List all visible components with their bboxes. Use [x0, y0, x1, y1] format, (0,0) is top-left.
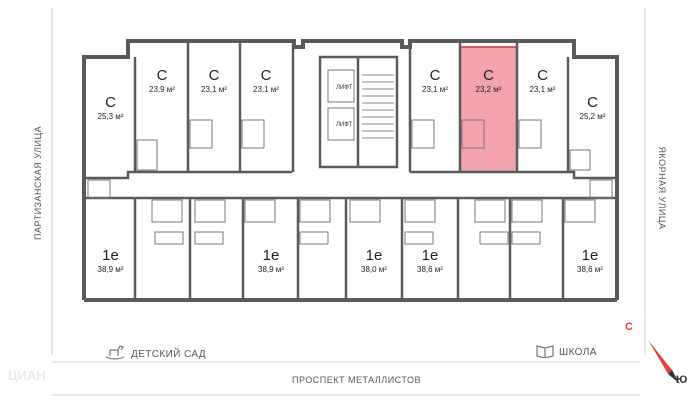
apartment-label-top-6[interactable]: С 23,2 м²	[461, 68, 516, 94]
apartment-type: 1е	[102, 247, 119, 264]
apartment-area: 23,2 м²	[475, 85, 502, 94]
apartment-label-bottom-2[interactable]: 1е 38,9 м²	[245, 248, 297, 274]
apartment-type: С	[208, 67, 220, 84]
apartment-area: 23,1 м²	[253, 85, 279, 94]
compass-south: Ю	[676, 374, 688, 386]
school-label: ШКОЛА	[559, 347, 597, 358]
kindergarten-label: ДЕТСКИЙ САД	[131, 349, 206, 360]
apartment-label-bottom-1[interactable]: 1е 38,9 м²	[88, 248, 133, 274]
apartment-type: С	[587, 94, 598, 111]
site-border	[51, 8, 646, 396]
apartment-label-top-3[interactable]: С 23,1 м²	[189, 68, 239, 94]
kindergarten-landmark: ДЕТСКИЙ САД	[104, 344, 206, 360]
compass-needle	[648, 340, 680, 384]
apartment-area: 38,9 м²	[97, 265, 124, 274]
street-bottom: ПРОСПЕКТ МЕТАЛЛИСТОВ	[292, 375, 421, 385]
apartment-area: 25,2 м²	[579, 112, 606, 121]
apartment-type: С	[156, 67, 168, 84]
apartment-label-bottom-4[interactable]: 1е 38,6 м²	[404, 248, 456, 274]
apartment-type: С	[483, 67, 494, 84]
apartment-label-top-7[interactable]: С 23,1 м²	[518, 68, 567, 94]
apartment-label-top-1[interactable]: С 25,3 м²	[88, 95, 133, 121]
apartment-label-top-4[interactable]: С 23,1 м²	[241, 68, 291, 94]
apartment-label-top-8[interactable]: С 25,2 м²	[570, 95, 615, 121]
interior-walls	[86, 41, 615, 300]
school-landmark: ШКОЛА	[536, 344, 597, 359]
apartment-area: 23,9 м²	[149, 85, 175, 94]
apartment-area: 25,3 м²	[97, 112, 124, 121]
apartment-type: 1е	[365, 247, 383, 264]
apartment-area: 23,1 м²	[201, 85, 227, 94]
highlighted-apartment[interactable]	[459, 46, 518, 173]
apartment-label-top-2[interactable]: С 23,9 м²	[138, 68, 186, 94]
apartment-area: 38,0 м²	[361, 265, 387, 274]
apartment-label-bottom-3[interactable]: 1е 38,0 м²	[348, 248, 400, 274]
lift-label-1: ЛИФТ	[336, 85, 353, 91]
apartment-type: 1е	[262, 247, 280, 264]
apartment-area: 23,1 м²	[529, 85, 556, 94]
apartment-area: 38,6 м²	[417, 265, 443, 274]
watermark: ЦИАН	[8, 368, 46, 383]
apartment-label-top-5[interactable]: С 23,1 м²	[411, 68, 459, 94]
apartment-area: 23,1 м²	[422, 85, 448, 94]
rocking-horse-icon	[105, 345, 125, 360]
apartment-type: 1е	[421, 247, 439, 264]
apartment-type: 1е	[581, 247, 599, 264]
compass-north: С	[625, 321, 633, 333]
building-walls	[82, 39, 619, 302]
apartment-type: С	[260, 67, 272, 84]
apartment-type: С	[537, 67, 548, 84]
street-left: ПАРТИЗАНСКАЯ УЛИЦА	[33, 125, 43, 240]
book-icon	[536, 345, 554, 359]
apartment-area: 38,9 м²	[258, 265, 284, 274]
lift-label-2: ЛИФТ	[336, 122, 353, 128]
street-right: ЯКОРНАЯ УЛИЦА	[657, 146, 667, 230]
apartment-area: 38,6 м²	[577, 265, 603, 274]
apartment-type: С	[429, 67, 441, 84]
apartment-type: С	[105, 94, 116, 111]
apartment-label-bottom-5[interactable]: 1е 38,6 м²	[566, 248, 614, 274]
bathroom-fixtures	[87, 69, 613, 245]
